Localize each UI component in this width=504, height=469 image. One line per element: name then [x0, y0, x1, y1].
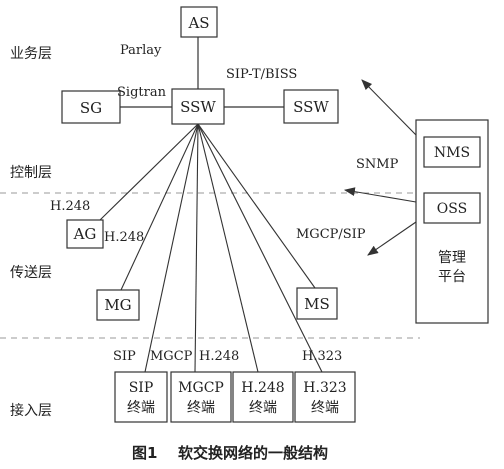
caption-title: 软交换网络的一般结构 — [178, 444, 328, 462]
node-ag-label: AG — [73, 225, 97, 243]
proto-h248-ag-top: H.248 — [50, 199, 90, 214]
proto-term-mgcp: MGCP — [150, 349, 193, 364]
arrow-to-transport-layer — [367, 221, 417, 256]
terminal-h323-line1: H.323 — [303, 380, 346, 396]
link-ssw-ms — [197, 123, 316, 289]
mgmt-platform-label-2: 平台 — [438, 269, 466, 285]
terminal-h248-line2: 终端 — [249, 400, 277, 416]
terminal-h248-line1: H.248 — [241, 380, 284, 396]
terminal-sip-line2: 终端 — [127, 400, 155, 416]
proto-term-h323: H.323 — [302, 349, 342, 364]
node-oss-box — [423, 192, 481, 224]
link-ssw-sip-terminal — [144, 123, 199, 373]
proto-term-sip: SIP — [113, 349, 136, 364]
arrow-to-ssw-peer — [361, 79, 417, 136]
terminal-sip: SIP 终端 — [114, 371, 168, 423]
node-mg: MG — [96, 289, 140, 321]
node-sg: SG — [61, 90, 121, 124]
proto-term-h248: H.248 — [199, 349, 239, 364]
layer-service-label: 业务层 — [10, 46, 52, 62]
terminal-mgcp: MGCP 终端 — [170, 371, 232, 423]
node-ssw-peer: SSW — [283, 89, 339, 124]
node-mgmt-platform: NMS OSS 管理 平台 — [415, 119, 489, 324]
proto-sip-t-biss: SIP-T/BISS — [226, 67, 297, 82]
node-nms-box — [423, 136, 481, 168]
proto-mgcp-sip: MGCP/SIP — [296, 227, 366, 242]
link-ssw-h323-terminal — [197, 123, 323, 373]
node-ms-label: MS — [304, 295, 330, 313]
link-ssw-ag — [99, 123, 199, 221]
node-ssw-main: SSW — [171, 88, 225, 125]
caption-figure: 图1 — [132, 444, 157, 462]
link-ssw-mgcp-terminal — [194, 123, 199, 373]
terminal-h323-line2: 终端 — [311, 400, 339, 416]
node-as-label: AS — [187, 14, 209, 32]
node-nms-label: NMS — [434, 145, 470, 161]
layer-transport-label: 传送层 — [10, 265, 52, 281]
terminal-h323: H.323 终端 — [294, 371, 356, 423]
link-ssw-mg — [120, 123, 199, 291]
node-ag: AG — [66, 219, 104, 249]
node-oss-label: OSS — [437, 201, 467, 217]
layer-control-label: 控制层 — [10, 165, 52, 181]
terminal-mgcp-line1: MGCP — [178, 380, 224, 396]
terminal-mgcp-line2: 终端 — [187, 400, 215, 416]
node-mg-label: MG — [104, 296, 131, 314]
node-ssw-peer-label: SSW — [293, 98, 329, 116]
node-ssw-main-label: SSW — [180, 98, 216, 116]
node-ms: MS — [296, 287, 338, 320]
terminal-sip-line1: SIP — [129, 380, 154, 396]
mgmt-platform-label-1: 管理 — [438, 250, 466, 266]
proto-parlay: Parlay — [120, 43, 162, 58]
node-as: AS — [180, 6, 218, 38]
node-sg-label: SG — [80, 99, 102, 117]
proto-snmp: SNMP — [356, 157, 399, 172]
terminal-h248: H.248 终端 — [232, 371, 294, 423]
proto-h248-ag-right: H.248 — [104, 230, 144, 245]
arrow-to-control-layer — [343, 187, 417, 203]
link-ssw-h248-terminal — [197, 123, 259, 373]
layer-access-label: 接入层 — [10, 402, 52, 419]
proto-sigtran: Sigtran — [117, 85, 167, 100]
